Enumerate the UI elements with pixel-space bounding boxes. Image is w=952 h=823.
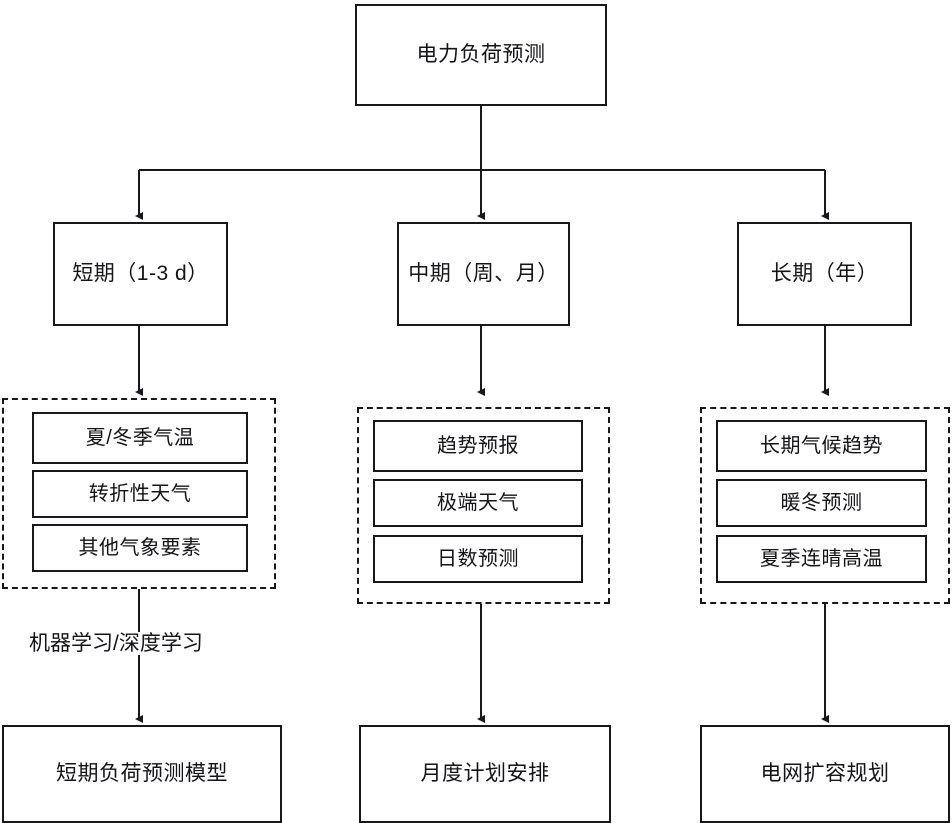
node-factor-long-term-2-label: 暖冬预测	[780, 492, 863, 514]
node-horizon-short-term[interactable]: 短期（1-3 d）	[53, 222, 228, 326]
node-factor-mid-term-3[interactable]: 日数预测	[373, 535, 583, 583]
node-factor-long-term-1-label: 长期气候趋势	[760, 435, 883, 457]
node-factor-short-term-2-label: 转折性天气	[88, 483, 192, 505]
node-horizon-long-term-label: 长期（年）	[770, 262, 879, 286]
edge-label-machine-learning: 机器学习/深度学习	[27, 632, 205, 656]
node-factor-mid-term-1[interactable]: 趋势预报	[373, 420, 583, 472]
node-factor-long-term-1[interactable]: 长期气候趋势	[716, 420, 927, 472]
node-outcome-short-term-model[interactable]: 短期负荷预测模型	[2, 725, 282, 823]
node-outcome-monthly-plan-label: 月度计划安排	[420, 762, 550, 786]
node-horizon-short-term-label: 短期（1-3 d）	[72, 262, 209, 286]
node-root-power-load-forecast[interactable]: 电力负荷预测	[355, 4, 607, 106]
node-outcome-monthly-plan[interactable]: 月度计划安排	[359, 725, 611, 823]
node-factor-short-term-1[interactable]: 夏/冬季气温	[32, 412, 248, 464]
node-factor-mid-term-3-label: 日数预测	[437, 548, 519, 570]
node-factor-short-term-3-label: 其他气象要素	[78, 537, 202, 559]
node-factor-short-term-1-label: 夏/冬季气温	[85, 427, 195, 449]
node-factor-long-term-3-label: 夏季连晴高温	[760, 548, 883, 570]
node-factor-mid-term-1-label: 趋势预报	[437, 435, 519, 457]
node-factor-long-term-2[interactable]: 暖冬预测	[716, 479, 927, 527]
group-long-term-factors: 长期气候趋势 暖冬预测 夏季连晴高温	[700, 407, 950, 604]
node-horizon-long-term[interactable]: 长期（年）	[737, 222, 912, 326]
node-factor-short-term-2[interactable]: 转折性天气	[32, 470, 248, 518]
node-outcome-grid-expansion-label: 电网扩容规划	[760, 762, 890, 786]
node-horizon-mid-term[interactable]: 中期（周、月）	[397, 222, 570, 326]
node-outcome-grid-expansion[interactable]: 电网扩容规划	[700, 725, 950, 823]
node-factor-short-term-3[interactable]: 其他气象要素	[32, 524, 248, 572]
node-factor-mid-term-2[interactable]: 极端天气	[373, 479, 583, 527]
node-horizon-mid-term-label: 中期（周、月）	[408, 262, 559, 286]
node-outcome-short-term-model-label: 短期负荷预测模型	[56, 762, 228, 786]
group-short-term-factors: 夏/冬季气温 转折性天气 其他气象要素	[2, 398, 276, 589]
node-factor-long-term-3[interactable]: 夏季连晴高温	[716, 535, 927, 583]
node-root-label: 电力负荷预测	[416, 43, 546, 67]
node-factor-mid-term-2-label: 极端天气	[437, 492, 519, 514]
group-mid-term-factors: 趋势预报 极端天气 日数预测	[357, 407, 610, 604]
